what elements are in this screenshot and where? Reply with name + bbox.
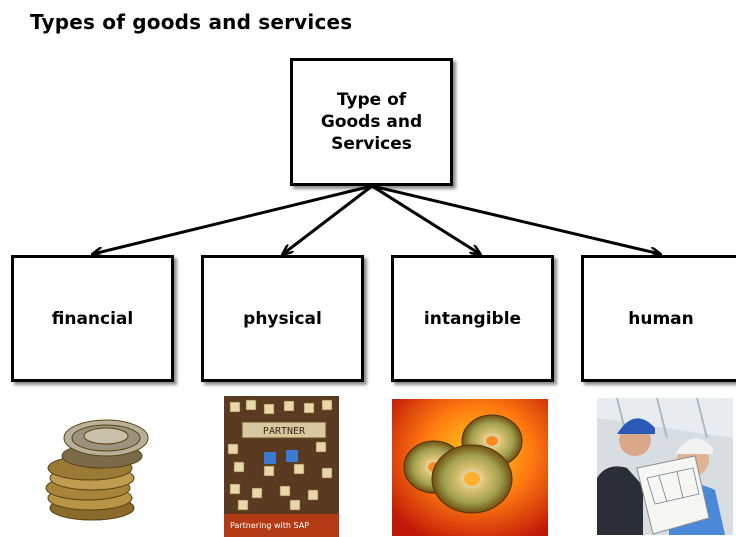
engineers-reviewing-blueprint-icon [597, 398, 733, 535]
arrow-to-intangible [371, 184, 480, 254]
arrow-to-human [371, 184, 660, 254]
root-node-label: Type of Goods and Services [320, 90, 423, 154]
category-node-human: human [581, 255, 736, 382]
compact-discs-icon [392, 399, 548, 536]
scrabble-tiles-book-cover-icon: PARTNER Partnering with SAP [224, 396, 339, 537]
category-label-financial: financial [51, 308, 134, 329]
page-title: Types of goods and services [30, 10, 353, 34]
category-label-physical: physical [243, 308, 322, 329]
coin-stack-icon [42, 408, 154, 526]
category-node-intangible: intangible [391, 255, 554, 382]
book-cover-title: Partnering with SAP [230, 521, 309, 530]
category-node-physical: physical [201, 255, 364, 382]
arrow-to-physical [283, 184, 373, 254]
root-node: Type of Goods and Services [290, 58, 453, 186]
category-node-financial: financial [11, 255, 174, 382]
category-label-intangible: intangible [423, 308, 522, 329]
arrow-to-financial [93, 184, 373, 254]
tiles-word: PARTNER [263, 426, 306, 437]
category-label-human: human [628, 308, 694, 329]
